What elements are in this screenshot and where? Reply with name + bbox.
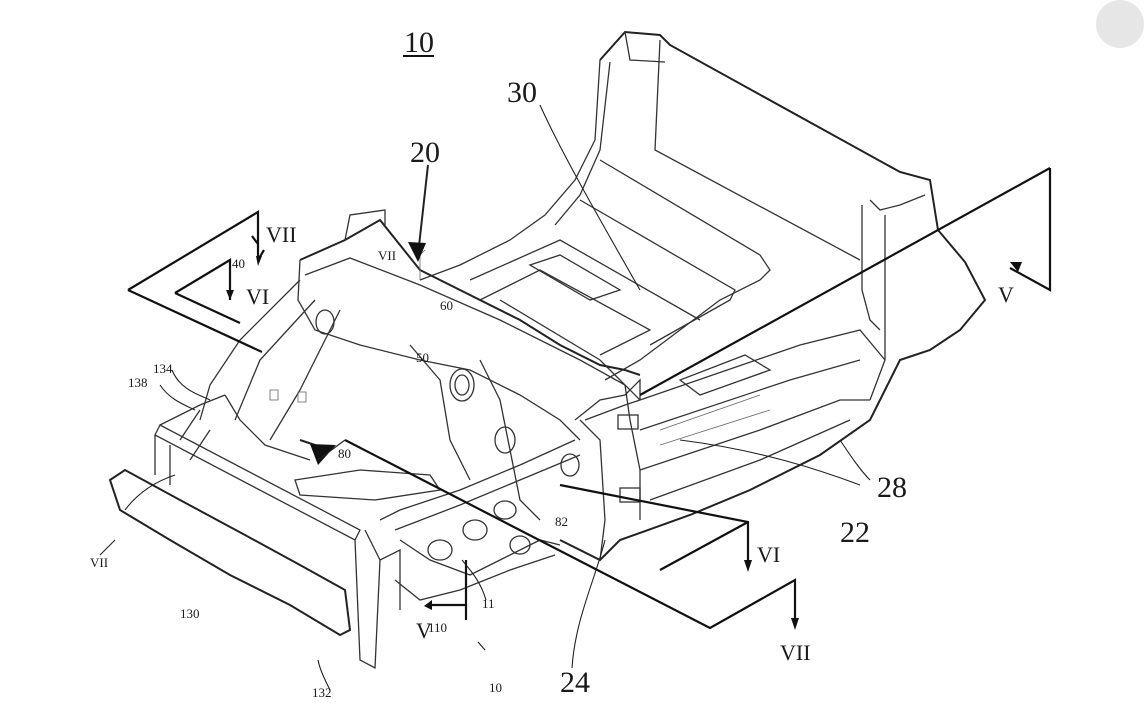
label-132: 132 <box>312 685 332 700</box>
label-50: 50 <box>416 350 429 365</box>
label-ref-main: 10 <box>404 26 434 59</box>
label-134: 134 <box>153 361 173 376</box>
section-label-v-right: V <box>998 282 1014 307</box>
leader-lines <box>99 104 871 691</box>
section-label-vi-bottom: VI <box>757 542 780 567</box>
label-22: 22 <box>840 516 870 549</box>
section-label-v-bottom: V <box>416 618 432 643</box>
section-lines <box>127 167 1052 630</box>
corner-round-button[interactable] <box>1096 0 1144 48</box>
label-28: 28 <box>877 471 907 504</box>
label-30: 30 <box>507 76 537 109</box>
label-60: 60 <box>440 298 453 313</box>
section-label-vii-left: VII <box>90 555 108 570</box>
label-80: 80 <box>338 446 351 461</box>
section-label-vii-bottom: VII <box>780 640 811 665</box>
section-label-vii-top: VII <box>266 222 297 247</box>
label-110: 110 <box>428 620 447 635</box>
label-11: 11 <box>482 596 495 611</box>
label-20: 20 <box>410 136 440 169</box>
arrow-markers <box>226 164 1022 630</box>
section-label-vi-left: VI <box>246 284 269 309</box>
label-82: 82 <box>555 514 568 529</box>
label-40: 40 <box>232 256 245 271</box>
label-10: 10 <box>489 680 502 695</box>
label-138: 138 <box>128 375 148 390</box>
vehicle-frame-drawing <box>108 30 987 670</box>
label-130: 130 <box>180 606 200 621</box>
section-label-vii-small: VII <box>378 248 396 263</box>
label-24: 24 <box>560 666 590 699</box>
